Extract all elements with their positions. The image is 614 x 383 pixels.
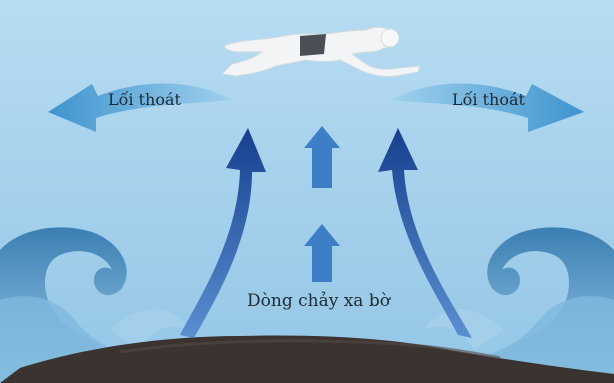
exit-label-left: Lối thoát — [108, 90, 181, 109]
exit-label-right: Lối thoát — [452, 90, 525, 109]
current-label: Dòng chảy xa bờ — [247, 291, 390, 311]
